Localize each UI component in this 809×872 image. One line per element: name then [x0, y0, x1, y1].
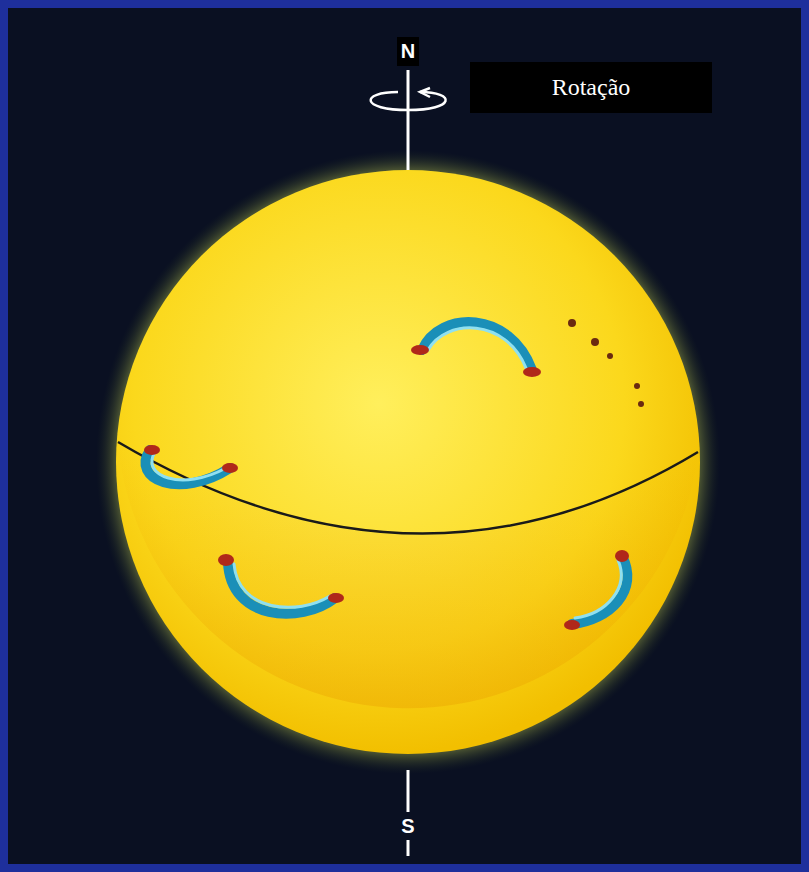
node-text: N — [401, 40, 415, 63]
magnetic-loops — [145, 322, 627, 624]
rotation-arrow — [371, 92, 446, 110]
rotation-axis — [407, 840, 410, 856]
node-text: Rotação — [552, 74, 631, 101]
sunspots — [144, 319, 644, 630]
pole-label-box: N — [397, 37, 419, 66]
background — [8, 8, 801, 864]
southern-shade — [118, 445, 698, 708]
sun-glow — [96, 150, 720, 774]
equator-line — [118, 442, 698, 534]
sun-disk — [116, 170, 700, 754]
rotation-axis — [407, 70, 410, 170]
rotation-axis — [407, 770, 410, 812]
rotation-label-box: Rotação — [470, 62, 712, 113]
rotation-arrowhead — [420, 88, 430, 97]
pole-label: S — [401, 815, 414, 838]
